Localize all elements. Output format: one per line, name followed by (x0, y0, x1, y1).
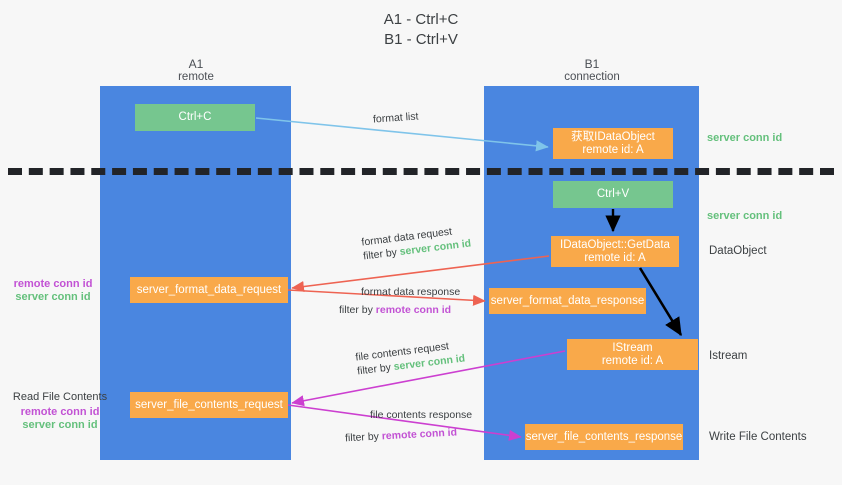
lane-a1-name: A1 (188, 57, 204, 71)
box-server-format-data-request[interactable]: server_format_data_request (130, 277, 288, 303)
annotation-server-conn-id-top: server conn id (707, 132, 783, 144)
edge-label-file-contents-response: file contents response filter by remote … (345, 408, 473, 444)
title-line-2: B1 - Ctrl+V (384, 31, 458, 48)
box-server-file-contents-request-label: server_file_contents_request (135, 398, 283, 411)
edge-label-file-contents-response-text: file contents response (370, 409, 473, 421)
box-server-file-contents-request[interactable]: server_file_contents_request (130, 392, 288, 418)
title-line-1: A1 - Ctrl+C (383, 11, 459, 28)
edge-label-file-contents-request: file contents request filter by server c… (355, 337, 466, 378)
edge-label-file-contents-response-filter-key: remote conn id (381, 426, 458, 443)
box-server-file-contents-response-label: server_file_contents_response (525, 430, 683, 443)
box-server-format-data-response[interactable]: server_format_data_response (489, 288, 646, 314)
annotation-server-conn-id-lower: server conn id (22, 419, 98, 431)
box-get-idataobject[interactable]: 获取IDataObject remote id: A (553, 128, 673, 159)
box-get-idataobject-line1: 获取IDataObject (571, 130, 655, 143)
edge-label-file-contents-request-filter-prefix: filter by (356, 361, 395, 378)
box-get-idataobject-line2: remote id: A (582, 143, 644, 156)
page-title: A1 - Ctrl+C B1 - Ctrl+V (0, 10, 842, 50)
annotation-write-file-contents: Write File Contents (709, 431, 807, 443)
box-server-format-data-request-label: server_format_data_request (136, 283, 282, 296)
box-ctrl-c-label: Ctrl+C (178, 111, 212, 123)
annotation-remote-conn-id-lower: remote conn id (20, 406, 100, 418)
edge-label-format-list: format list (372, 110, 419, 126)
edge-label-format-data-response-filter-key: remote conn id (375, 304, 452, 316)
box-istream-line2: remote id: A (601, 354, 664, 367)
edge-label-format-data-response: format data response filter by remote co… (339, 285, 461, 317)
annotation-istream: Istream (709, 350, 748, 362)
annotation-dataobject: DataObject (709, 245, 767, 257)
edge-label-format-data-request-filter-prefix: filter by (362, 246, 401, 263)
box-istream-line1: IStream (612, 341, 653, 354)
box-server-format-data-response-label: server_format_data_response (490, 294, 645, 307)
box-ctrl-c[interactable]: Ctrl+C (135, 104, 255, 131)
box-istream[interactable]: IStream remote id: A (567, 339, 698, 370)
box-idataobject-getdata-line2: remote id: A (584, 251, 646, 264)
annotation-remote-conn-id-upper: remote conn id (13, 278, 93, 290)
divider-dashed-line (8, 168, 834, 175)
edge-label-file-contents-response-filter-prefix: filter by (344, 430, 383, 445)
annotation-conn-ids-upper: remote conn id server conn id (8, 278, 98, 304)
edge-label-format-data-response-text: format data response (361, 286, 461, 298)
box-server-file-contents-response[interactable]: server_file_contents_response (525, 424, 683, 450)
lane-b1-name: B1 (584, 57, 600, 71)
lane-a1-sub: remote (178, 71, 214, 83)
edge-label-format-data-response-filter-prefix: filter by (339, 304, 376, 316)
box-idataobject-getdata-line1: IDataObject::GetData (560, 238, 670, 251)
box-idataobject-getdata[interactable]: IDataObject::GetData remote id: A (551, 236, 679, 267)
edge-label-format-data-request: format data request filter by server con… (361, 222, 472, 263)
box-ctrl-v[interactable]: Ctrl+V (553, 181, 673, 208)
box-ctrl-v-label: Ctrl+V (596, 188, 630, 200)
annotation-server-conn-id-upper: server conn id (15, 291, 91, 303)
annotation-server-conn-id-mid: server conn id (707, 210, 783, 222)
lane-header-b1: B1 connection (516, 58, 668, 84)
annotation-read-file-contents-group: Read File Contents remote conn id server… (8, 391, 112, 432)
lane-b1-sub: connection (564, 71, 620, 83)
annotation-read-file-contents: Read File Contents (12, 391, 108, 403)
lane-header-a1: A1 remote (120, 58, 272, 84)
